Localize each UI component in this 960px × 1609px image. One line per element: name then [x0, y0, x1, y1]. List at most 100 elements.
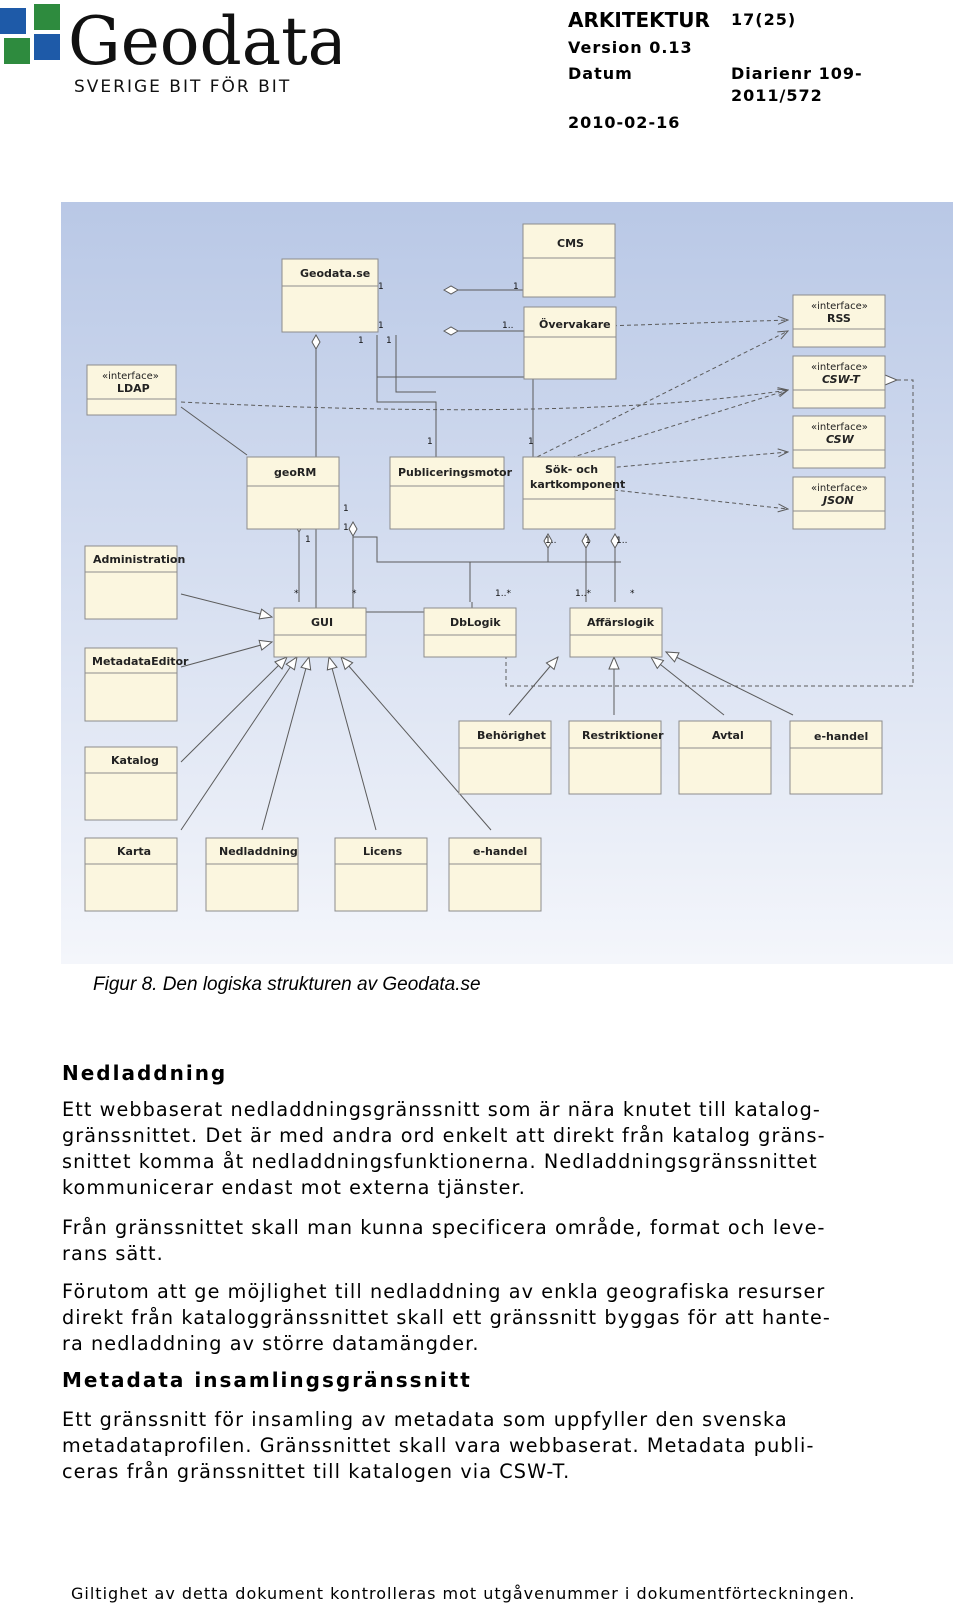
- box-dblogik: DbLogik: [423, 607, 517, 658]
- box-restriktioner: Restriktioner: [568, 720, 664, 795]
- svg-text:«interface»: «interface»: [811, 362, 868, 373]
- date-label: Datum: [568, 64, 633, 83]
- box-gui: GUI: [273, 607, 367, 658]
- mult-label: *: [630, 589, 635, 599]
- box-katalog: Katalog: [84, 746, 178, 821]
- text-line: direkt från kataloggränssnittet skall et…: [62, 1306, 831, 1329]
- text-line: gränssnittet. Det är med andra ord enkel…: [62, 1124, 826, 1147]
- conn-admin-gui: [180, 593, 272, 617]
- svg-text:e-handel: e-handel: [473, 845, 527, 858]
- svg-text:DbLogik: DbLogik: [450, 616, 501, 629]
- box-ldap: «interface»LDAP: [86, 364, 177, 416]
- box-nedladdning: Nedladdning: [205, 837, 299, 912]
- mult-label: 1: [528, 437, 534, 447]
- paragraph: Från gränssnittet skall man kunna specif…: [62, 1215, 862, 1267]
- svg-text:RSS: RSS: [827, 312, 851, 325]
- svg-text:Nedladdning: Nedladdning: [219, 845, 298, 858]
- text-line: ceras från gränssnittet till katalogen v…: [62, 1460, 571, 1483]
- doc-title: ARKITEKTUR: [568, 8, 710, 32]
- svg-text:«interface»: «interface»: [102, 371, 159, 382]
- svg-text:«interface»: «interface»: [811, 422, 868, 433]
- svg-text:Övervakare: Övervakare: [539, 317, 611, 331]
- paragraph: Ett webbaserat nedladdningsgränssnitt so…: [62, 1097, 862, 1201]
- svg-text:e-handel: e-handel: [814, 730, 868, 743]
- connectors: [180, 285, 914, 831]
- mult-label: 1: [386, 336, 392, 346]
- box-rss: «interface»RSS: [792, 294, 886, 348]
- box-cms: CMS: [522, 223, 616, 298]
- mult-label: 1..: [616, 536, 627, 546]
- box-ehandel-right: e-handel: [789, 720, 883, 795]
- mult-label: 1..: [545, 536, 556, 546]
- conn-ldap-cswt: [180, 390, 788, 411]
- box-overvakare: Övervakare: [523, 306, 617, 380]
- mult-label: *: [352, 589, 357, 599]
- svg-text:«interface»: «interface»: [811, 483, 868, 494]
- svg-text:Sök- och: Sök- och: [545, 463, 598, 476]
- svg-text:Publiceringsmotor: Publiceringsmotor: [398, 466, 513, 479]
- mult-label: 1..*: [495, 589, 511, 599]
- box-georm: geoRM: [246, 456, 340, 530]
- logo-wordmark: Geodata: [68, 3, 340, 80]
- text-line: metadataprofilen. Gränssnittet skall var…: [62, 1434, 815, 1457]
- conn-affar-cswt: [505, 380, 914, 687]
- mult-label: 1: [585, 536, 591, 546]
- mult-label: *: [294, 589, 299, 599]
- text-line: ra nedladdning av större datamängder.: [62, 1332, 480, 1355]
- svg-text:kartkomponent: kartkomponent: [530, 478, 625, 491]
- conn-meta-gui: [180, 642, 272, 668]
- svg-text:JSON: JSON: [821, 494, 854, 507]
- conn-karta-gui: [180, 657, 297, 831]
- figure-caption: Figur 8. Den logiska strukturen av Geoda…: [93, 974, 481, 995]
- box-geodata: Geodata.se: [281, 258, 379, 333]
- svg-text:Katalog: Katalog: [111, 754, 159, 767]
- conn-geodata-pub-b: [395, 335, 436, 393]
- svg-text:Affärslogik: Affärslogik: [587, 616, 655, 629]
- text-line: rans sätt.: [62, 1242, 164, 1265]
- diarienr-line1: Diarienr 109-: [731, 64, 863, 83]
- box-csw: «interface»CSW: [792, 415, 886, 469]
- svg-text:geoRM: geoRM: [274, 466, 316, 479]
- box-publicering: Publiceringsmotor: [389, 456, 513, 530]
- page-number: 17(25): [731, 10, 797, 29]
- paragraph: Förutom att ge möjlighet till nedladdnin…: [62, 1279, 862, 1357]
- mult-label: 1: [305, 535, 311, 545]
- footer-note: Giltighet av detta dokument kontrolleras…: [71, 1584, 856, 1603]
- box-karta: Karta: [84, 837, 178, 912]
- svg-text:«interface»: «interface»: [811, 301, 868, 312]
- mult-label: 1: [513, 282, 519, 292]
- svg-text:CSW-T: CSW-T: [822, 373, 861, 386]
- mult-label: 1: [358, 336, 364, 346]
- svg-text:Geodata.se: Geodata.se: [300, 267, 370, 280]
- mult-label: 1: [378, 321, 384, 331]
- box-sok: Sök- och kartkomponent: [522, 456, 625, 530]
- svg-text:Avtal: Avtal: [712, 729, 744, 742]
- svg-text:GUI: GUI: [311, 616, 333, 629]
- conn-sok-db: [469, 532, 553, 602]
- paragraph: Ett gränssnitt för insamling av metadata…: [62, 1407, 862, 1485]
- box-cswt: «interface»CSW-T: [792, 355, 886, 409]
- text-line: snittet komma åt nedladdningsfunktionern…: [62, 1150, 818, 1173]
- mult-label: 1: [427, 437, 433, 447]
- diarienr-line2: 2011/572: [731, 86, 823, 105]
- uml-diagram: 1 1 1 1.. 1 1 1 1 1 1 1 1.. 1 1.. * * 1.…: [61, 202, 953, 964]
- svg-text:MetadataEditor: MetadataEditor: [92, 655, 189, 668]
- conn-geodata-sok-a: [376, 335, 534, 457]
- mult-label: 1: [343, 504, 349, 514]
- logo-tagline: SVERIGE BIT FÖR BIT: [74, 75, 291, 97]
- multiplicities: 1 1 1 1.. 1 1 1 1 1 1 1 1.. 1 1.. * * 1.…: [294, 282, 635, 599]
- text-line: kommunicerar endast mot externa tjänster…: [62, 1176, 526, 1199]
- section-heading: Metadata insamlingsgränssnitt: [62, 1368, 472, 1392]
- box-affarslogik: Affärslogik: [569, 607, 663, 658]
- conn-sok-rss: [530, 331, 788, 461]
- conn-avtal-affar: [651, 657, 725, 716]
- conn-ldap-georm: [180, 406, 248, 456]
- conn-licens-gui: [329, 657, 377, 831]
- date-value: 2010-02-16: [568, 113, 681, 132]
- svg-text:Licens: Licens: [363, 845, 403, 858]
- conn-eh-affar: [666, 652, 794, 716]
- text-line: Ett gränssnitt för insamling av metadata…: [62, 1408, 788, 1431]
- svg-text:LDAP: LDAP: [117, 382, 150, 395]
- box-metadataeditor: MetadataEditor: [84, 647, 189, 722]
- geodata-logo: Geodata SVERIGE BIT FÖR BIT: [0, 2, 347, 102]
